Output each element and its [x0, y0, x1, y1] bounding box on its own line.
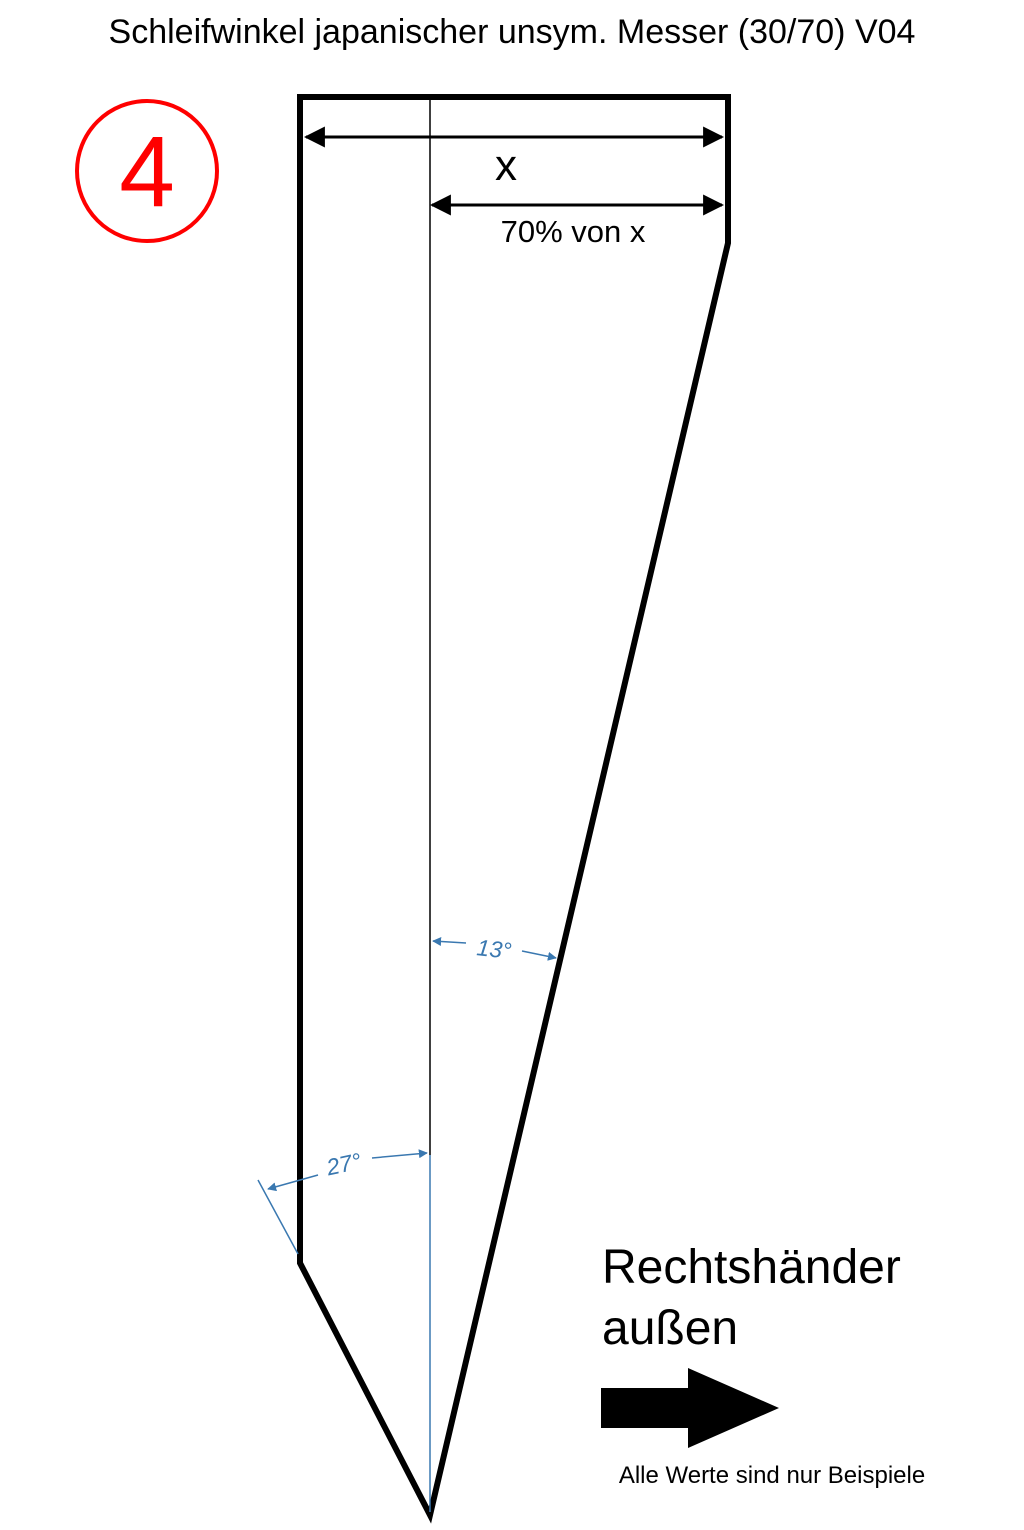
angle-27-extension-line	[257, 1179, 299, 1255]
footnote: Alle Werte sind nur Beispiele	[619, 1462, 925, 1489]
side-label-line2: außen	[602, 1302, 738, 1355]
side-label-line1: Rechtshänder	[602, 1241, 901, 1294]
angle-13-label: 13°	[475, 934, 512, 963]
angle-27-label: 27°	[323, 1148, 363, 1181]
step-circle	[75, 99, 219, 243]
step-number: 4	[119, 116, 175, 228]
dimension-70-label: 70% von x	[501, 214, 646, 249]
angle-13-arrow-left	[432, 936, 467, 946]
angle-27-annotation: 27°	[257, 1148, 428, 1255]
step-number-badge: 4	[75, 99, 219, 243]
diagram-title: Schleifwinkel japanischer unsym. Messer …	[109, 13, 916, 51]
angle-13-annotation: 13°	[432, 934, 557, 964]
knife-cross-section-outline	[297, 94, 731, 1524]
angle-27-arrow-left	[267, 1174, 319, 1192]
right-arrow-icon	[601, 1368, 779, 1448]
angle-27-arrow-right	[371, 1149, 428, 1159]
dimension-x-label: x	[495, 141, 517, 190]
angle-13-arrow-right	[521, 950, 557, 961]
